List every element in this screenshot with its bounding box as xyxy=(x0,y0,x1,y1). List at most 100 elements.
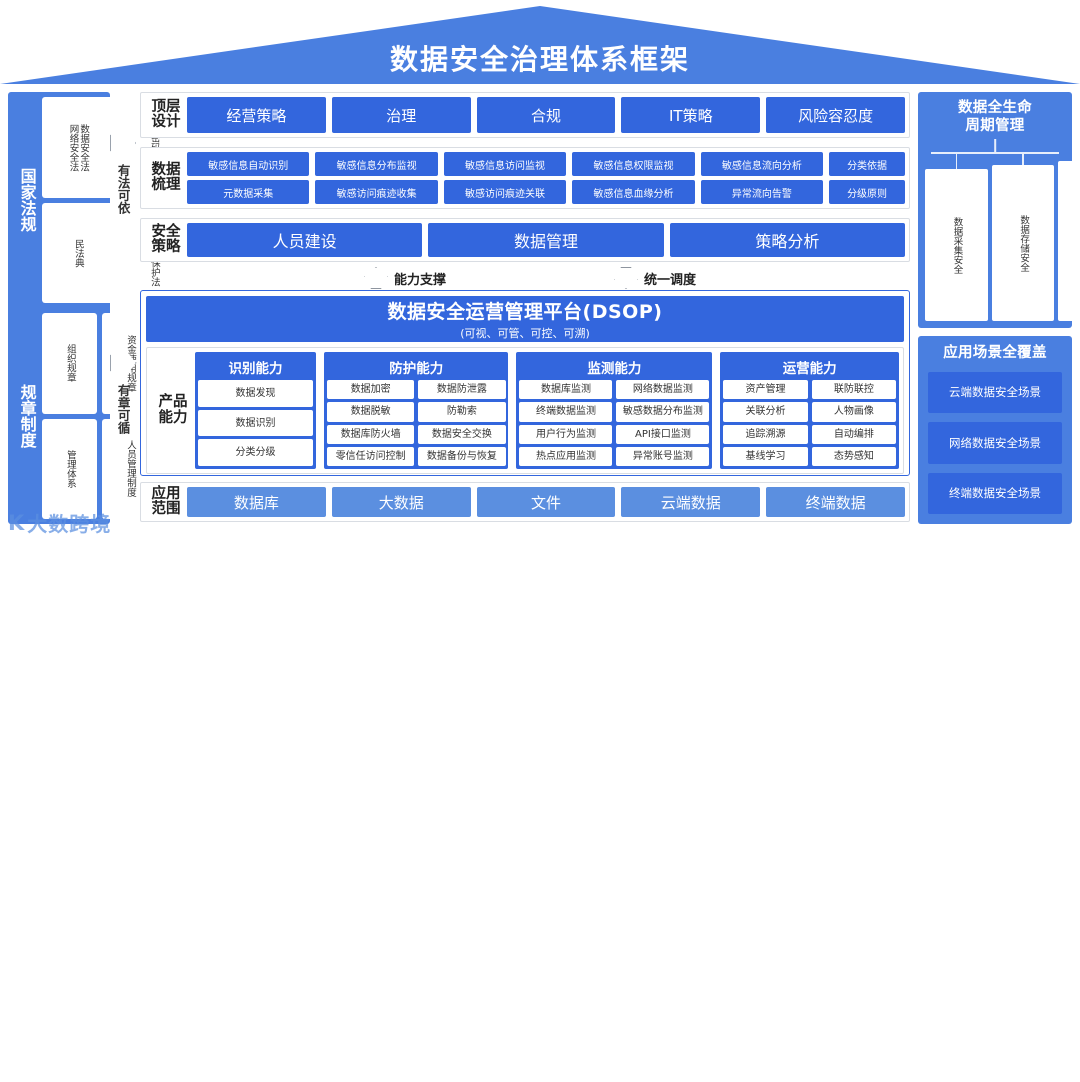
capability-item[interactable]: 数据脱敏 xyxy=(327,402,415,422)
band-body: 人员建设 数据管理 策略分析 xyxy=(187,223,905,257)
tree-bar xyxy=(931,152,1059,154)
capability-item[interactable]: 人物画像 xyxy=(811,402,896,422)
connector-capability-support: 能力支撑 xyxy=(364,267,446,289)
capability-item[interactable]: 数据识别 xyxy=(198,409,314,437)
band-label-line: 安全 xyxy=(151,223,181,240)
capability-item[interactable]: 基线学习 xyxy=(723,446,808,466)
capability-item[interactable]: 数据安全交换 xyxy=(418,424,506,444)
capability-item[interactable]: 网络数据监测 xyxy=(616,380,710,400)
lifecycle-item[interactable]: 数据存储安全 xyxy=(991,165,1055,321)
capability-group-protect: 防护能力 数据加密 数据防泄露 数据脱敏 防勒索 数据库防火墙 xyxy=(324,352,509,469)
arrow-down-icon xyxy=(614,267,638,289)
capability-items: 资产管理 联防联控 关联分析 人物画像 追踪溯源 自动编排 xyxy=(723,380,896,466)
band-row: 数据库 大数据 文件 云端数据 终端数据 xyxy=(187,487,905,517)
capability-item[interactable]: 数据发现 xyxy=(198,380,314,407)
lifecycle-item-label: 数据存储安全 xyxy=(1018,214,1030,272)
capability-group-title: 防护能力 xyxy=(389,361,444,377)
top-design-item[interactable]: 治理 xyxy=(331,97,471,133)
law-box[interactable]: 网络安全法 数据安全法 xyxy=(42,97,114,198)
capability-group-operate: 运营能力 资产管理 联防联控 关联分析 人物画像 追踪溯源 xyxy=(720,352,899,469)
capability-item[interactable]: 态势感知 xyxy=(811,446,896,466)
top-design-item[interactable]: 风险容忍度 xyxy=(766,97,905,133)
data-grooming-item[interactable]: 异常流向告警 xyxy=(700,180,824,204)
rule-box[interactable]: 组织规章 xyxy=(42,313,98,414)
connector-label: 统一调度 xyxy=(644,272,697,288)
capability-item[interactable]: 自动编排 xyxy=(811,424,896,444)
data-grooming-item[interactable]: 敏感信息自动识别 xyxy=(187,152,310,176)
data-grooming-item[interactable]: 元数据采集 xyxy=(187,180,310,204)
left-sidebar: 国家法规 网络安全法 数据安全法 密码法 民法典 个人信息 xyxy=(8,92,190,524)
lifecycle-panel: 数据全生命 周期管理 数据采集安全 数据存储安全 xyxy=(918,92,1080,328)
capability-item[interactable]: 分类分级 xyxy=(198,439,314,467)
capability-item[interactable]: 关联分析 xyxy=(723,402,808,422)
data-grooming-item[interactable]: 敏感访问痕迹关联 xyxy=(443,180,567,204)
capability-item[interactable]: 数据库防火墙 xyxy=(327,424,415,444)
capability-item[interactable]: 数据备份与恢复 xyxy=(418,446,506,466)
data-grooming-item[interactable]: 分类依据 xyxy=(829,152,906,176)
capability-item[interactable]: 数据加密 xyxy=(327,380,415,400)
band-label-line: 设计 xyxy=(151,114,181,130)
top-design-item[interactable]: IT策略 xyxy=(621,97,761,133)
security-policy-item[interactable]: 数据管理 xyxy=(428,223,664,257)
rule-box[interactable]: 管理体系 xyxy=(42,418,98,519)
capability-items: 数据发现 数据识别 分类分级 xyxy=(198,380,314,467)
arrow-right-icon xyxy=(110,347,136,379)
lifecycle-item[interactable]: 数据采集安全 xyxy=(925,169,988,321)
capability-item[interactable]: API接口监测 xyxy=(616,424,710,444)
lifecycle-tree: 数据采集安全 数据存储安全 数据传输安全 xyxy=(924,139,1080,321)
capability-item[interactable]: 用户行为监测 xyxy=(519,424,613,444)
app-scope-item[interactable]: 云端数据 xyxy=(621,487,761,517)
app-scope-item[interactable]: 文件 xyxy=(476,487,616,517)
capability-line: 数据库防火墙 数据安全交换 xyxy=(327,424,506,444)
data-grooming-item[interactable]: 敏感访问痕迹收集 xyxy=(315,180,438,204)
band-product-capability: 产品 能力 识别能力 数据发现 数据识别 xyxy=(146,347,904,474)
capability-item[interactable]: 异常账号监测 xyxy=(616,446,710,466)
app-scope-item[interactable]: 大数据 xyxy=(331,487,471,517)
band-row: 元数据采集 敏感访问痕迹收集 敏感访问痕迹关联 敏感信息血缘分析 异常流向告警 … xyxy=(187,180,906,204)
capability-item[interactable]: 联防联控 xyxy=(811,380,896,400)
band-data-grooming: 数据 梳理 敏感信息自动识别 敏感信息分布监视 敏感信息访问监视 敏感信息权限监… xyxy=(140,147,910,209)
capability-line: 数据库监测 网络数据监测 xyxy=(519,380,710,400)
capability-line: 数据加密 数据防泄露 xyxy=(327,380,506,400)
capability-item[interactable]: 终端数据监测 xyxy=(519,402,613,422)
right-sidebar: 数据全生命 周期管理 数据采集安全 数据存储安全 xyxy=(918,92,1080,524)
lifecycle-title-line: 周期管理 xyxy=(965,117,1025,134)
dsop-title: 数据安全运营管理平台(DSOP) xyxy=(387,301,663,323)
sidebar-group-label: 国家法规 xyxy=(17,168,37,232)
scenario-item[interactable]: 终端数据安全场景 xyxy=(928,472,1062,514)
capability-item[interactable]: 敏感数据分布监测 xyxy=(616,402,710,422)
capability-item[interactable]: 数据库监测 xyxy=(519,380,613,400)
app-scope-item[interactable]: 数据库 xyxy=(187,487,326,517)
app-scope-item[interactable]: 终端数据 xyxy=(766,487,905,517)
law-label: 民法典 xyxy=(72,238,84,268)
law-box[interactable]: 民法典 xyxy=(42,202,114,303)
data-grooming-item[interactable]: 敏感信息血缘分析 xyxy=(572,180,695,204)
capability-group-title: 监测能力 xyxy=(587,361,642,377)
security-policy-item[interactable]: 策略分析 xyxy=(669,223,905,257)
capability-item[interactable]: 数据防泄露 xyxy=(418,380,506,400)
data-grooming-item[interactable]: 敏感信息分布监视 xyxy=(315,152,438,176)
top-design-item[interactable]: 经营策略 xyxy=(187,97,326,133)
data-grooming-item[interactable]: 敏感信息流向分析 xyxy=(700,152,824,176)
capability-item[interactable]: 资产管理 xyxy=(723,380,808,400)
capability-group-identify: 识别能力 数据发现 数据识别 分类分级 xyxy=(195,352,317,469)
data-grooming-item[interactable]: 分级原则 xyxy=(829,180,906,204)
capability-item[interactable]: 热点应用监测 xyxy=(519,446,613,466)
capability-line: 零信任访问控制 数据备份与恢复 xyxy=(327,446,506,466)
lifecycle-item[interactable]: 数据传输安全 xyxy=(1058,161,1080,321)
data-grooming-item[interactable]: 敏感信息访问监视 xyxy=(443,152,567,176)
capability-line: 数据发现 xyxy=(198,380,314,407)
arrow-right-icon xyxy=(110,127,136,159)
capability-item[interactable]: 防勒索 xyxy=(418,402,506,422)
security-policy-item[interactable]: 人员建设 xyxy=(187,223,423,257)
capability-item[interactable]: 零信任访问控制 xyxy=(327,446,415,466)
connector-unified-scheduling: 统一调度 xyxy=(614,267,696,289)
band-label-line: 应用 xyxy=(151,485,181,502)
data-grooming-item[interactable]: 敏感信息权限监视 xyxy=(572,152,695,176)
scenario-item[interactable]: 网络数据安全场景 xyxy=(928,422,1062,464)
scenario-item[interactable]: 云端数据安全场景 xyxy=(928,371,1062,414)
capability-item[interactable]: 追踪溯源 xyxy=(723,424,808,444)
capability-items: 数据加密 数据防泄露 数据脱敏 防勒索 数据库防火墙 数据安全交换 xyxy=(327,380,506,466)
band-label-line: 能力 xyxy=(158,409,188,426)
top-design-item[interactable]: 合规 xyxy=(476,97,616,133)
